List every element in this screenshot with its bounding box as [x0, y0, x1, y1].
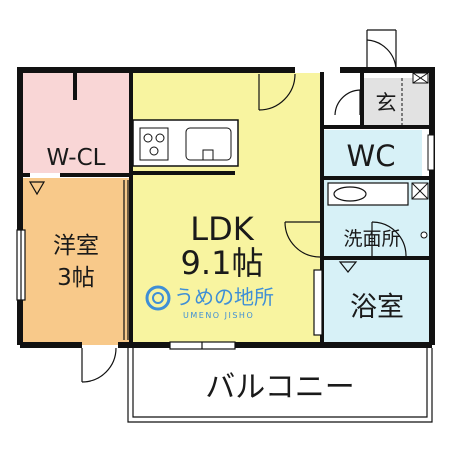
yokushitsu-area	[324, 260, 430, 345]
kitchen-counter	[132, 119, 239, 167]
yoshitsu-window	[16, 229, 26, 301]
balcony	[127, 348, 433, 423]
room-label-wc: WC	[347, 139, 396, 173]
genkan-door	[366, 29, 397, 71]
watermark-romaji: UMENO JISHO	[183, 311, 254, 320]
bath-window	[313, 269, 323, 336]
room-label-yokushitsu: 浴室	[350, 292, 404, 323]
room-label-senmen: 洗面所	[343, 228, 400, 250]
wcl-door-mark	[28, 181, 46, 196]
washer-mark	[420, 231, 428, 239]
wc-window	[427, 134, 435, 171]
room-label-genkan: 玄	[376, 91, 397, 115]
senmen-door	[371, 221, 407, 257]
balcony-window	[169, 341, 236, 350]
room-label-ldk: LDK	[190, 210, 254, 248]
watermark-logo	[145, 285, 171, 311]
utility-box-mid	[411, 182, 429, 200]
hall-door	[334, 89, 361, 116]
room-label-balcony: バルコニー	[205, 370, 354, 405]
wc-area	[324, 130, 422, 176]
bath-door-mark	[338, 261, 358, 273]
room-label-wcl: W-CL	[47, 145, 106, 171]
room-label-yoshitsu: 洋室	[53, 233, 99, 259]
watermark-name: うめの地所	[174, 285, 274, 309]
ldk-area-lower	[131, 175, 320, 345]
yoshitsu-area	[23, 178, 129, 345]
genkan-area	[364, 78, 429, 127]
room-label-yoshitsu-size: 3帖	[57, 265, 95, 291]
wash-basin	[327, 182, 409, 206]
yoshitsu-exterior-door	[81, 347, 117, 383]
ldk-side-door	[284, 221, 321, 258]
utility-box-top	[412, 72, 429, 84]
closet-sliding	[123, 180, 129, 340]
room-label-ldk-size: 9.1帖	[181, 244, 264, 282]
ldk-entry-door	[258, 73, 296, 111]
